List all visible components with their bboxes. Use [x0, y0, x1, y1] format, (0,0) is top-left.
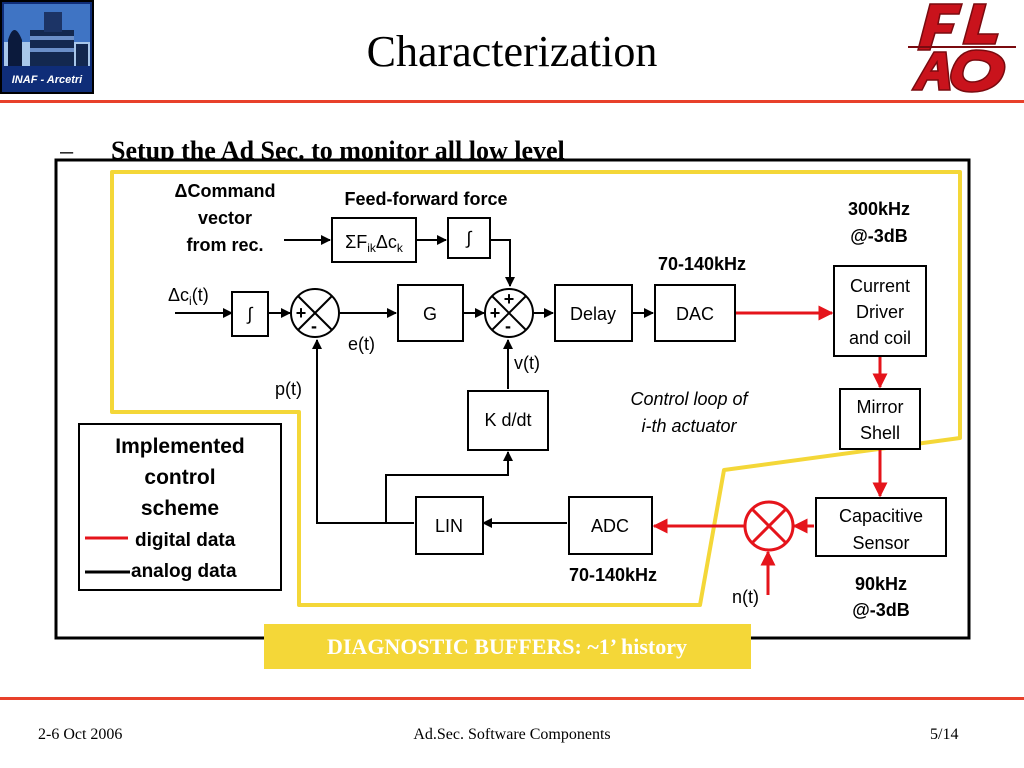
feedforward-force-label: Feed-forward force [344, 189, 507, 209]
loop-caption-line-2: i-th actuator [641, 416, 737, 436]
sign-minus: - [311, 316, 317, 336]
bottom-divider [0, 697, 1024, 700]
dac-block [654, 284, 736, 342]
feedforward-sum-label: ΣFikΔck [345, 232, 404, 255]
input-integrator-block [231, 291, 269, 337]
lin-label: LIN [435, 516, 463, 536]
feedforward-sum-block [331, 217, 417, 263]
mirror-shell-line-2: Shell [860, 423, 900, 443]
dac-rate-label: 70-140kHz [658, 254, 746, 274]
sign-plus: + [504, 289, 515, 309]
position-signal-label: p(t) [275, 379, 302, 399]
driver-bandwidth-line-2: @-3dB [850, 226, 908, 246]
summing-junction-noise [743, 500, 795, 552]
lin-block [415, 496, 484, 555]
footer-date: 2-6 Oct 2006 [38, 726, 123, 743]
diagnostic-buffers-banner: DIAGNOSTIC BUFFERS: ~1’ history [264, 624, 751, 669]
mirror-shell-line-1: Mirror [857, 397, 904, 417]
footer-page-number: 5/14 [930, 726, 959, 743]
command-vector-line-3: from rec. [186, 235, 263, 255]
noise-signal-label: n(t) [732, 587, 759, 607]
velocity-signal-label: v(t) [514, 353, 540, 373]
delay-block [554, 284, 633, 342]
flao-logo [908, 3, 1016, 93]
diagnostic-buffer-boundary [110, 170, 962, 607]
inaf-arcetri-logo: INAF - Arcetri [0, 0, 94, 94]
adc-block [568, 496, 653, 555]
sign-plus: + [490, 303, 501, 323]
bullet-dash: – [60, 136, 73, 162]
feedforward-integrator-block [447, 217, 491, 259]
input-integral-label: ∫ [246, 304, 254, 324]
summing-junction-feedforward [484, 288, 534, 338]
summing-junction-error [290, 288, 340, 338]
top-divider [0, 100, 1024, 103]
legend-title-line-3: scheme [141, 497, 219, 520]
g-label: G [423, 304, 437, 324]
g-block [397, 284, 464, 342]
control-loop-diagram: + - + + - + + ΣFikΔck ∫ ∫ G Delay DAC Cu… [54, 158, 971, 669]
sensor-bandwidth-line-1: 90kHz [855, 574, 907, 594]
sensor-bandwidth-line-2: @-3dB [852, 600, 910, 620]
sign-plus: + [778, 516, 789, 536]
bullet-line: – Setup the Ad Sec. to monitor all low le… [60, 136, 565, 162]
footer-center: Ad.Sec. Software Components [413, 726, 611, 743]
feedforward-integral-label: ∫ [465, 228, 473, 248]
mirror-shell-block [839, 388, 921, 450]
current-driver-block [833, 265, 927, 357]
error-signal-label: e(t) [348, 334, 375, 354]
capacitive-sensor-block [815, 497, 947, 557]
loop-caption-line-1: Control loop of [630, 389, 749, 409]
command-vector-line-1: ΔCommand [175, 181, 276, 201]
capacitive-sensor-line-2: Sensor [852, 533, 909, 553]
current-driver-line-1: Current [850, 276, 910, 296]
legend: Implemented control scheme digital data … [78, 423, 282, 591]
slide-title: Characterization [366, 27, 658, 76]
inaf-logo-text: INAF - Arcetri [12, 74, 83, 86]
legend-analog-label: analog data [131, 561, 237, 582]
kddt-label: K d/dt [484, 410, 531, 430]
sign-plus: + [764, 530, 775, 550]
current-driver-line-2: Driver [856, 302, 904, 322]
legend-digital-label: digital data [135, 530, 236, 551]
input-signal-label: Δci(t) [168, 285, 209, 308]
delay-label: Delay [570, 304, 616, 324]
bullet-text: Setup the Ad Sec. to monitor all low lev… [111, 136, 565, 162]
sign-plus: + [296, 303, 307, 323]
driver-bandwidth-line-1: 300kHz [848, 199, 910, 219]
dac-label: DAC [676, 304, 714, 324]
kddt-block [467, 390, 549, 451]
command-vector-line-2: vector [198, 208, 252, 228]
capacitive-sensor-line-1: Capacitive [839, 506, 923, 526]
sign-minus: - [505, 316, 511, 336]
adc-label: ADC [591, 516, 629, 536]
diagnostic-buffers-text: DIAGNOSTIC BUFFERS: ~1’ history [327, 634, 687, 659]
legend-title-line-1: Implemented [115, 435, 245, 458]
current-driver-line-3: and coil [849, 328, 911, 348]
legend-title-line-2: control [144, 466, 215, 489]
adc-rate-label: 70-140kHz [569, 565, 657, 585]
